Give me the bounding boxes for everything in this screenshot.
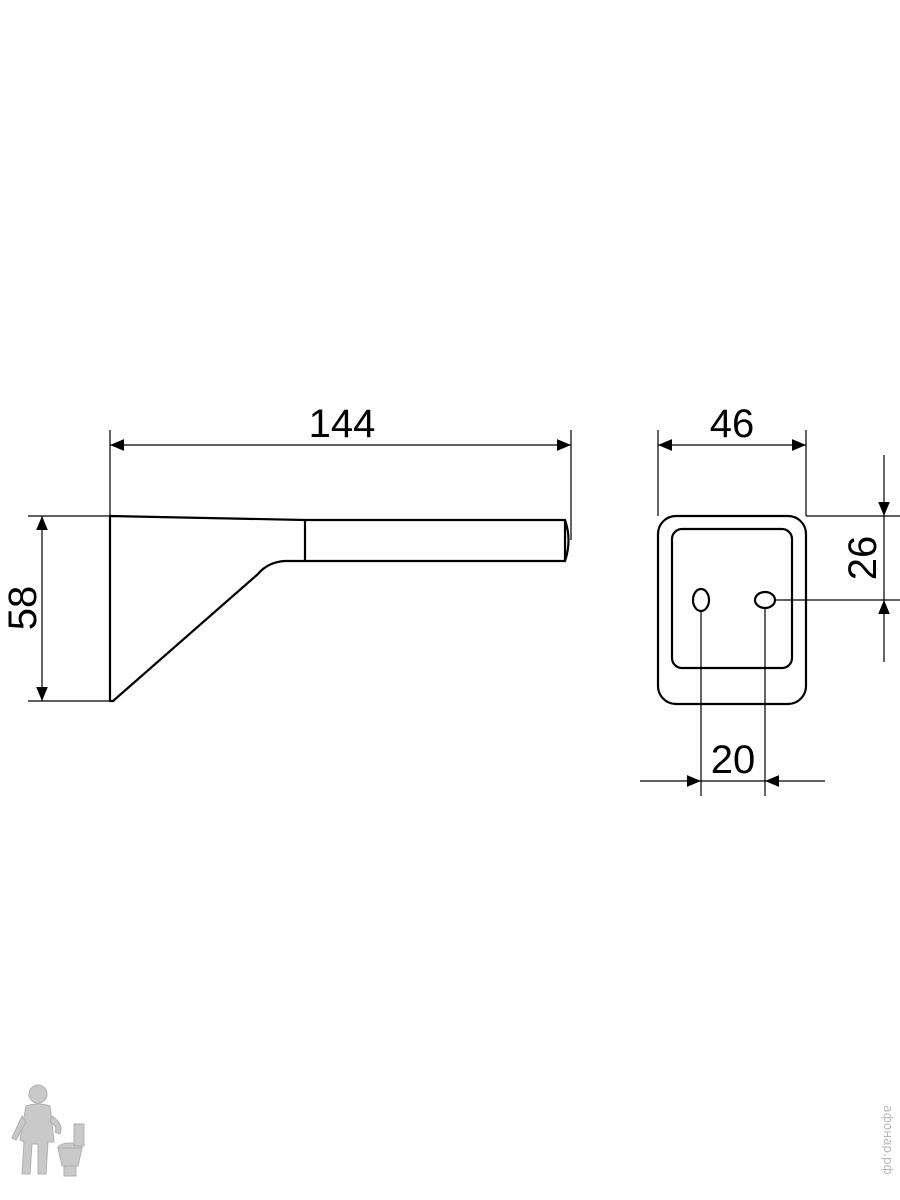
plumber-with-toilet-logo-icon bbox=[11, 1084, 85, 1177]
dimension-side-length-label: 144 bbox=[309, 402, 376, 446]
front-view-inner-recess bbox=[670, 527, 794, 670]
front-view-mounting-hole-right bbox=[753, 590, 777, 610]
front-view-extension-lines bbox=[657, 430, 900, 796]
side-view-rod bbox=[305, 518, 570, 563]
dimension-front-hole-offset-label: 26 bbox=[841, 536, 885, 581]
dimension-side-height: 58 bbox=[1, 516, 48, 701]
side-view-bracket-outline bbox=[108, 514, 307, 703]
side-view bbox=[108, 514, 570, 703]
dimension-front-width: 46 bbox=[658, 402, 806, 451]
front-view-outer-plate bbox=[656, 514, 808, 706]
dimension-front-width-label: 46 bbox=[710, 402, 755, 446]
dimension-front-hole-spacing-label: 20 bbox=[711, 738, 756, 782]
dimension-front-hole-spacing: 20 bbox=[640, 738, 825, 787]
front-view-mounting-hole-left bbox=[691, 587, 711, 613]
dimension-side-height-label: 58 bbox=[1, 586, 45, 631]
front-view bbox=[656, 514, 808, 706]
dimension-front-hole-offset: 26 bbox=[841, 455, 890, 662]
watermark-text: афонар.рф bbox=[881, 1105, 895, 1174]
dimension-side-length: 144 bbox=[110, 402, 571, 451]
